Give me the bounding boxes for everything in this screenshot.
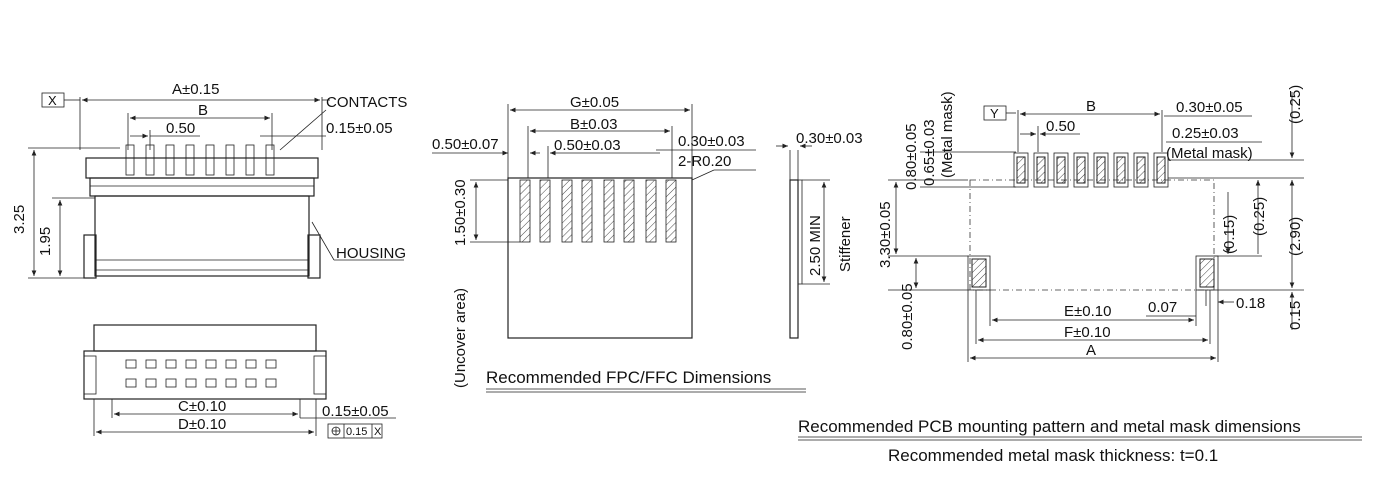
position-tolerance-frame — [327, 423, 383, 439]
datum-x-label: X — [48, 93, 57, 108]
fpc-fingers — [519, 179, 677, 243]
fpc-finger-width-label: 0.30±0.03 — [678, 133, 745, 150]
fpc-pitch-label: 0.50±0.03 — [554, 137, 621, 154]
pcb-mask-height-label: 0.65±0.03 — [921, 119, 938, 186]
pcb-dim-015: 0.15 — [1287, 301, 1304, 330]
contacts-label: CONTACTS — [326, 94, 407, 111]
pcb-mask-height-note: (Metal mask) — [939, 91, 956, 178]
pcb-dim-007-label: 0.07 — [1148, 299, 1177, 316]
pcb-holddown-pad-left — [971, 258, 987, 288]
pitch-label: 0.50 — [166, 120, 195, 137]
pcb-dim-330: 3.30±0.05 — [877, 201, 894, 268]
fpc-dim-b-label: B±0.03 — [570, 116, 617, 133]
fpc-stiffener-label: Stiffener — [837, 216, 854, 272]
position-tolerance-datum: X — [374, 426, 382, 438]
pcb-dim-e-label: E±0.10 — [1064, 303, 1111, 320]
bottom-tolerance-label: 0.15±0.05 — [322, 403, 389, 420]
contact-width-label: 0.15±0.05 — [326, 120, 393, 137]
pcb-mask-thickness-note: Recommended metal mask thickness: t=0.1 — [888, 446, 1218, 465]
pcb-pad-width-label: 0.30±0.05 — [1176, 99, 1243, 116]
pcb-ref-015: (0.15) — [1221, 215, 1238, 254]
pcb-dim-a-label: A — [1086, 342, 1096, 359]
fpc-caption: Recommended FPC/FFC Dimensions — [486, 368, 771, 387]
connector-bottom-view: C±0.10 D±0.10 0.15±0.05 0.15 X — [83, 324, 396, 439]
pcb-dim-b-label: B — [1086, 98, 1096, 115]
fpc-dim-g-label: G±0.05 — [570, 94, 619, 111]
fpc-corner-radius-label: 2-R0.20 — [678, 153, 731, 170]
fpc-stiffener-length-label: 2.50 MIN — [807, 215, 824, 276]
pcb-holddown-pad-right — [1199, 258, 1215, 288]
dim-d-label: D±0.10 — [178, 416, 226, 433]
pcb-ref-025-mid: (0.25) — [1251, 197, 1268, 236]
pcb-mask-width-note: (Metal mask) — [1166, 145, 1253, 162]
pcb-dim-018-label: 0.18 — [1236, 295, 1265, 312]
dim-a-label: A±0.15 — [172, 81, 219, 98]
pcb-dim-080-bottom: 0.80±0.05 — [899, 283, 916, 350]
height-partial-label: 1.95 — [37, 227, 54, 256]
fpc-finger-length-label: 1.50±0.30 — [452, 179, 469, 246]
datum-y-label: Y — [990, 106, 999, 121]
pcb-dim-f-label: F±0.10 — [1064, 324, 1111, 341]
height-total-label: 3.25 — [11, 205, 28, 234]
dim-b-label: B — [198, 102, 208, 119]
fpc-uncover-label: (Uncover area) — [452, 288, 469, 388]
connector-front-view: X A±0.15 B 0.50 CONTACTS 0.15±0.05 — [11, 81, 407, 279]
pcb-ref-025-top: (0.25) — [1287, 85, 1304, 124]
pcb-pitch-label: 0.50 — [1046, 118, 1075, 135]
pcb-caption: Recommended PCB mounting pattern and met… — [798, 417, 1301, 436]
pcb-mask-width-label: 0.25±0.03 — [1172, 125, 1239, 142]
pcb-pad-height-label: 0.80±0.05 — [903, 123, 920, 190]
housing-label: HOUSING — [336, 245, 406, 262]
pcb-contact-pads — [1013, 152, 1169, 188]
pcb-ref-290: (2.90) — [1287, 217, 1304, 256]
position-tolerance-value: 0.15 — [346, 426, 367, 438]
fpc-thickness-label: 0.30±0.03 — [796, 130, 863, 147]
fpc-view: G±0.05 B±0.03 0.50±0.07 0.50±0.03 0.30±0… — [432, 94, 863, 393]
dim-c-label: C±0.10 — [178, 398, 226, 415]
fpc-edge-label: 0.50±0.07 — [432, 136, 499, 153]
pcb-view: Y B 0.50 0.30±0.05 0.25±0.03 (Metal mask… — [798, 85, 1362, 465]
